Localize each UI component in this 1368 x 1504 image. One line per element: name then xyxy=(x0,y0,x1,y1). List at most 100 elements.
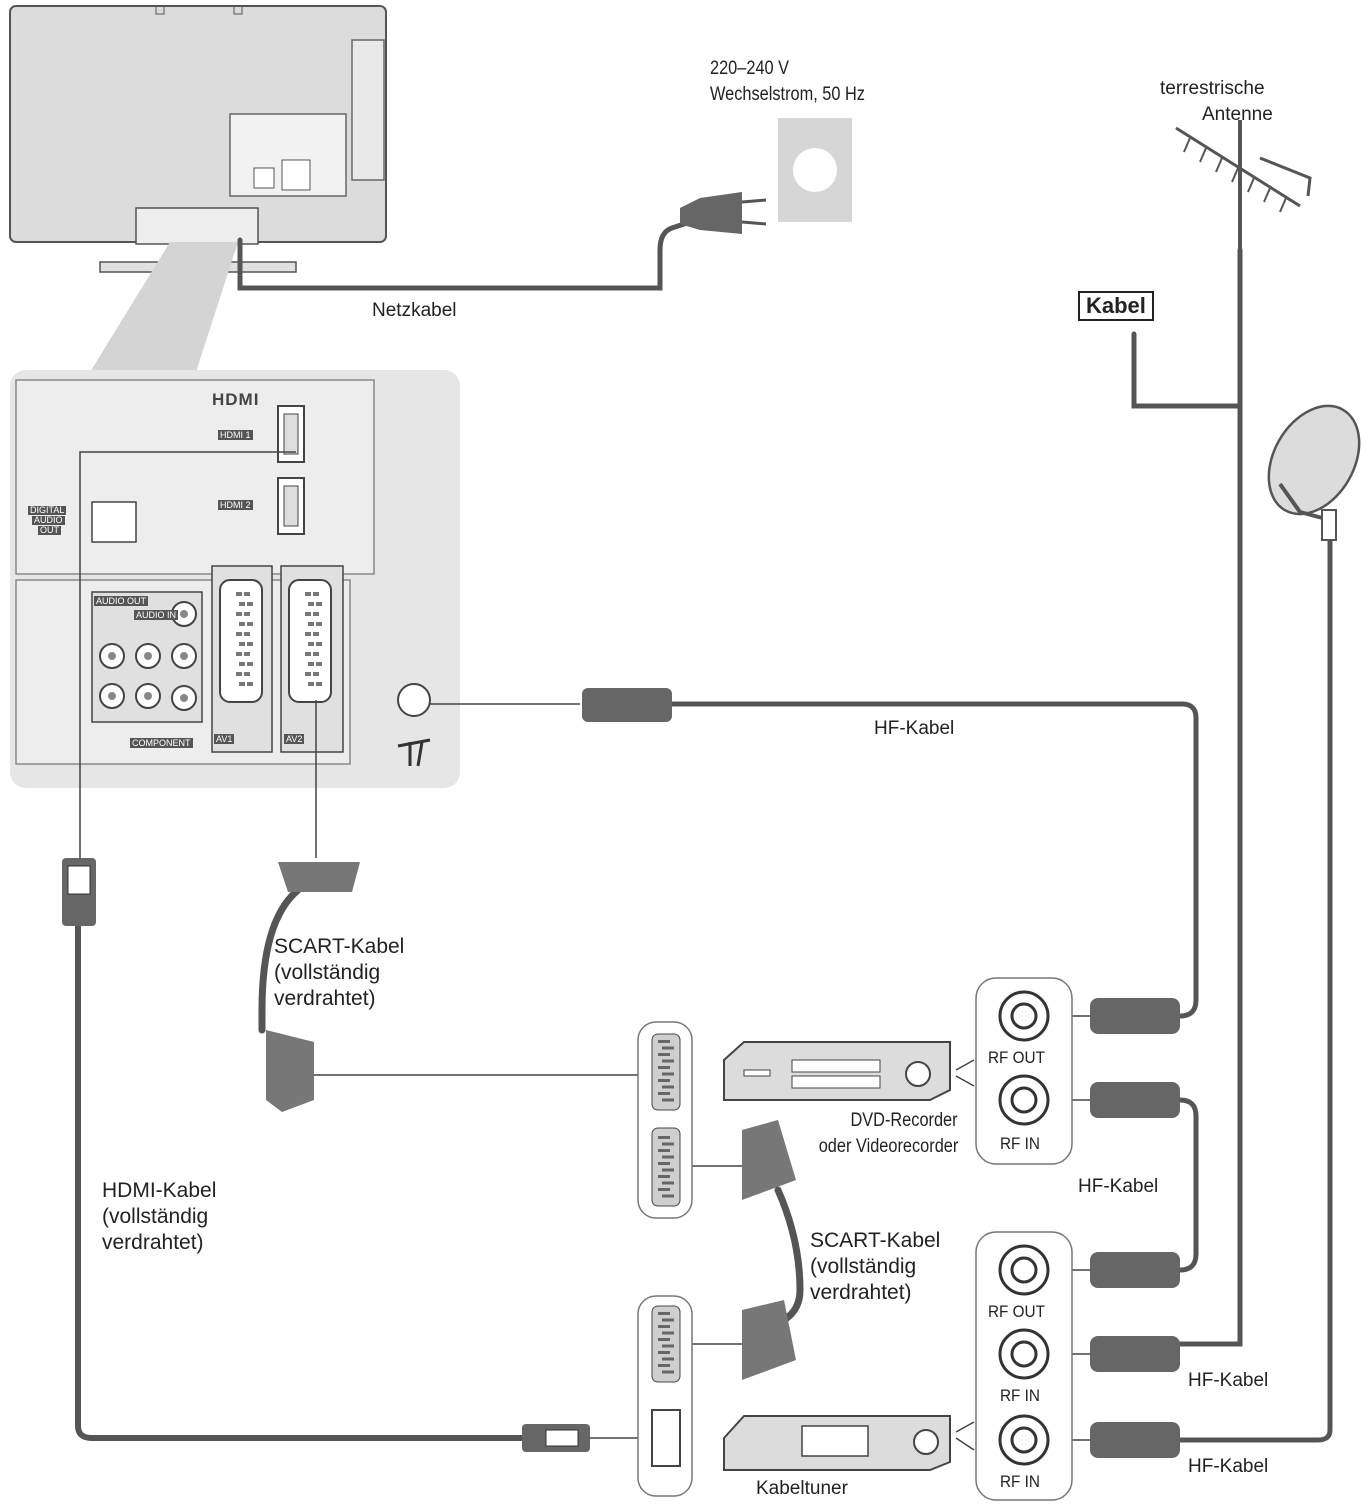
scart-bottom-line1: SCART-Kabel xyxy=(810,1229,941,1252)
scart-pin xyxy=(305,672,311,676)
scart-pin xyxy=(239,622,245,626)
scart-pin xyxy=(244,632,250,636)
hdmi-logo: HDMI xyxy=(212,390,260,409)
scart-cable-bottom xyxy=(774,1186,804,1324)
cables xyxy=(75,219,1333,1443)
scart-pin xyxy=(658,1092,670,1095)
scart-pin xyxy=(662,1098,674,1102)
scart-pin xyxy=(658,1149,670,1152)
scart-pin xyxy=(305,652,311,656)
av1-label: AV1 xyxy=(214,734,235,744)
scart-pin xyxy=(247,602,253,606)
power-plug xyxy=(680,192,742,234)
scart-pin xyxy=(662,1194,674,1198)
rf-main-cable xyxy=(669,701,1199,1019)
scart-pin xyxy=(658,1364,670,1367)
hdmi-cable-line1: HDMI-Kabel xyxy=(102,1179,217,1202)
hdmi1-port-label: HDMI 1 xyxy=(218,430,253,440)
wall-socket xyxy=(778,118,852,222)
scart-pin xyxy=(236,672,242,676)
scart-pin xyxy=(236,612,242,616)
hdmi-cable-line2: (vollständig xyxy=(102,1205,209,1228)
scart-pin xyxy=(247,642,253,646)
scart-pin xyxy=(662,1046,674,1050)
rf-plug-tv xyxy=(582,688,672,722)
av2-label: AV2 xyxy=(284,734,305,744)
tv-back xyxy=(9,5,387,273)
hdmi2-port-label: HDMI 2 xyxy=(218,500,253,510)
component-label: COMPONENT xyxy=(130,738,193,748)
kabel-badge: Kabel xyxy=(1078,291,1154,321)
rca-jack-center xyxy=(108,692,116,700)
rf-out-1: RF OUT xyxy=(988,1048,1045,1067)
digital-audio-label-2: AUDIO xyxy=(32,515,65,525)
scart-top-line1: SCART-Kabel xyxy=(274,935,405,958)
scart-pin xyxy=(308,662,314,666)
scart-pin xyxy=(244,612,250,616)
scart-pin xyxy=(308,682,314,686)
scart-pin xyxy=(662,1357,674,1361)
recorder-label-2: oder Videorecorder xyxy=(818,1136,958,1157)
scart-pin xyxy=(308,642,314,646)
scart-pin xyxy=(658,1053,670,1056)
rca-jack-center xyxy=(180,694,188,702)
recorder-label-1: DVD-Recorder xyxy=(850,1110,958,1131)
digital-audio-label-1: DIGITAL xyxy=(28,505,67,515)
cable-tuner xyxy=(723,1415,951,1471)
scart-pin xyxy=(239,682,245,686)
antenna-label-2: Antenne xyxy=(1202,104,1273,125)
kabel-line xyxy=(1131,331,1243,409)
scart-pin xyxy=(236,632,242,636)
link-lines xyxy=(79,451,1090,1451)
scart-pin xyxy=(658,1079,670,1082)
scart-pin xyxy=(662,1370,674,1374)
scart-pin xyxy=(658,1351,670,1354)
rca-jack-center xyxy=(144,692,152,700)
satellite-cable xyxy=(1177,537,1333,1443)
scart-pin xyxy=(316,662,322,666)
rca-jack-center xyxy=(180,610,188,618)
antenna-cable xyxy=(1177,247,1243,1347)
terrestrial-antenna xyxy=(1175,120,1312,250)
scart-pin xyxy=(662,1318,674,1322)
scart-pin xyxy=(662,1072,674,1076)
scart-pin xyxy=(658,1175,670,1178)
scart-pin xyxy=(313,612,319,616)
scart-pin xyxy=(239,642,245,646)
mains-cable-label: Netzkabel xyxy=(372,300,457,321)
scart-bottom-line3: verdrahtet) xyxy=(810,1281,912,1304)
scart-pin xyxy=(239,602,245,606)
scart-pin xyxy=(236,592,242,596)
scart-pin xyxy=(313,592,319,596)
scart-pin xyxy=(316,602,322,606)
scart-pin xyxy=(308,602,314,606)
scart-pin xyxy=(244,672,250,676)
scart-pin xyxy=(658,1136,670,1139)
scart-pin xyxy=(244,652,250,656)
scart-pin xyxy=(247,662,253,666)
hdmi-cable-line3: verdrahtet) xyxy=(102,1231,204,1254)
rf-in-2: RF IN xyxy=(1000,1386,1040,1405)
scart-pin xyxy=(305,612,311,616)
rca-jack-center xyxy=(180,652,188,660)
scart-pin xyxy=(658,1188,670,1191)
scart-bottom-line2: (vollständig xyxy=(810,1255,917,1278)
scart-pin xyxy=(244,592,250,596)
rca-jack-center xyxy=(144,652,152,660)
hdmi-cable xyxy=(75,923,527,1441)
scart-pin xyxy=(313,672,319,676)
scart-pin xyxy=(658,1325,670,1328)
power-voltage: 220–240 V xyxy=(710,58,790,79)
rf-sockets xyxy=(998,990,1050,1466)
scart-pin xyxy=(239,662,245,666)
scart-pin xyxy=(662,1168,674,1172)
antenna-label-1: terrestrische xyxy=(1160,78,1265,99)
rf-link-cable-label: HF-Kabel xyxy=(1078,1176,1159,1197)
scart-pin xyxy=(316,682,322,686)
scart-pin xyxy=(658,1338,670,1341)
rf-in-3: RF IN xyxy=(1000,1472,1040,1491)
connectors xyxy=(62,192,1180,1458)
scart-pin xyxy=(313,632,319,636)
scart-pin xyxy=(247,622,253,626)
